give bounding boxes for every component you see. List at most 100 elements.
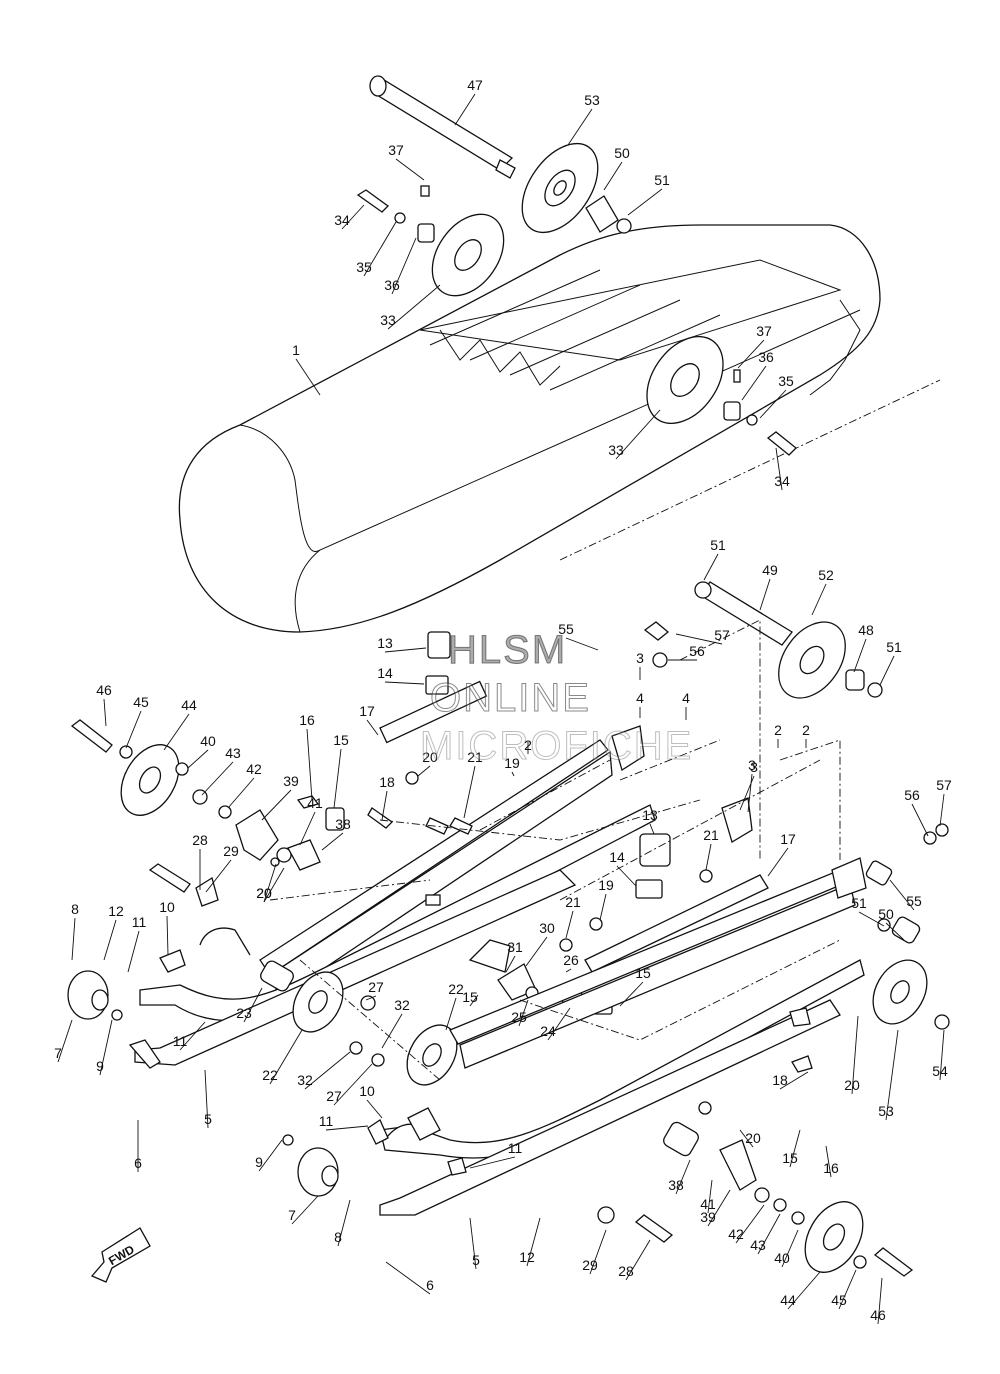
callout-leader (454, 93, 476, 126)
part-number-label: 26 (563, 952, 579, 968)
callout-leader (417, 765, 431, 777)
part-number-label: 18 (379, 774, 395, 790)
part-number-label: 13 (642, 807, 658, 823)
callout-leader (939, 793, 945, 827)
part-number-label: 9 (255, 1154, 263, 1170)
part-number-label: 3 (750, 759, 758, 775)
part-number-label: 43 (750, 1237, 766, 1253)
callout-leader (741, 365, 767, 401)
callout-leader (321, 832, 344, 851)
right-rail-assembly (282, 797, 950, 1277)
part-number-label: 17 (359, 703, 375, 719)
part-number-label: 43 (225, 745, 241, 761)
part-number-label: 46 (96, 682, 112, 698)
callout-leader (127, 930, 140, 973)
callout-leader (366, 1099, 383, 1119)
callout-leader (853, 638, 867, 673)
part-number-label: 14 (609, 849, 625, 865)
part-number-label: 11 (132, 914, 147, 930)
callout-leader (204, 1069, 209, 1129)
part-number-label: 2 (774, 722, 782, 738)
part-number-label: 45 (133, 694, 149, 710)
part-number-label: 47 (467, 77, 483, 93)
callout-leader (703, 553, 719, 581)
part-number-label: 10 (159, 899, 175, 915)
part-number-label: 33 (380, 312, 396, 328)
callout-leader (781, 1229, 799, 1268)
callout-leader (735, 1204, 765, 1244)
callout-leader (469, 994, 479, 1007)
part-number-label: 4 (636, 690, 644, 706)
part-number-label: 32 (394, 997, 410, 1013)
callout-leader (363, 221, 397, 277)
callout-leader (759, 578, 771, 611)
part-number-label: 21 (467, 749, 483, 765)
part-number-label: 23 (236, 1005, 252, 1021)
part-number-label: 39 (283, 773, 299, 789)
callout-leader (291, 1195, 319, 1225)
part-number-label: 28 (192, 832, 208, 848)
callout-leader (811, 583, 827, 616)
part-number-label: 46 (870, 1307, 886, 1323)
callout-leader (858, 911, 885, 927)
part-number-label: 17 (780, 831, 796, 847)
part-number-label: 24 (540, 1023, 556, 1039)
callout-leader (775, 447, 783, 491)
part-number-label: 25 (511, 1009, 527, 1025)
part-number-label: 38 (668, 1177, 684, 1193)
callout-leader (526, 1217, 541, 1267)
part-number-label: 11 (508, 1140, 523, 1156)
part-number-label: 13 (377, 635, 393, 651)
left-upper-parts (70, 631, 488, 907)
callout-leader (625, 1239, 651, 1281)
part-number-label: 50 (878, 906, 894, 922)
callout-leader (675, 1159, 691, 1195)
part-number-label: 21 (703, 827, 719, 843)
part-number-label: 55 (906, 893, 922, 909)
callout-leader (675, 633, 723, 645)
callout-leader (187, 749, 209, 769)
callout-leader (205, 859, 232, 893)
part-number-label: 29 (582, 1257, 598, 1273)
part-number-label: 6 (134, 1155, 142, 1171)
part-number-label: 50 (614, 145, 630, 161)
part-number-label: 51 (886, 639, 902, 655)
callout-leader (385, 1261, 431, 1295)
callout-leader (163, 713, 190, 751)
callout-leader (619, 981, 644, 1007)
part-number-label: 29 (223, 843, 239, 859)
part-number-label: 2 (524, 737, 532, 753)
callout-leader (179, 1021, 206, 1051)
callout-leader (306, 728, 313, 801)
callout-leader (333, 1063, 373, 1106)
callout-leader (103, 919, 117, 961)
track-belt (178, 224, 941, 633)
part-number-label: 19 (504, 755, 520, 771)
part-number-label: 44 (181, 697, 197, 713)
part-number-label: 55 (558, 621, 574, 637)
callout-leader (603, 161, 623, 191)
callout-leader (911, 803, 929, 837)
part-number-label: 11 (319, 1113, 334, 1129)
callout-leader (71, 917, 76, 961)
callout-leader (939, 1029, 945, 1081)
part-number-label: 36 (384, 277, 400, 293)
callout-leader (567, 108, 593, 146)
callout-leader (227, 777, 255, 809)
part-number-label: 8 (334, 1229, 342, 1245)
callout-leader (103, 698, 107, 727)
part-number-label: 56 (689, 643, 705, 659)
rear-axle-assembly (643, 581, 883, 699)
part-number-label: 53 (584, 92, 600, 108)
part-number-label: 40 (200, 733, 216, 749)
part-number-label: 49 (762, 562, 778, 578)
callout-leader (384, 647, 427, 653)
left-rail-assembly (67, 739, 656, 1086)
callout-leader (333, 748, 342, 809)
callout-leader (384, 681, 425, 685)
part-number-label: 51 (710, 537, 726, 553)
part-number-label: 3 (748, 757, 756, 773)
part-number-label: 1 (292, 342, 300, 358)
